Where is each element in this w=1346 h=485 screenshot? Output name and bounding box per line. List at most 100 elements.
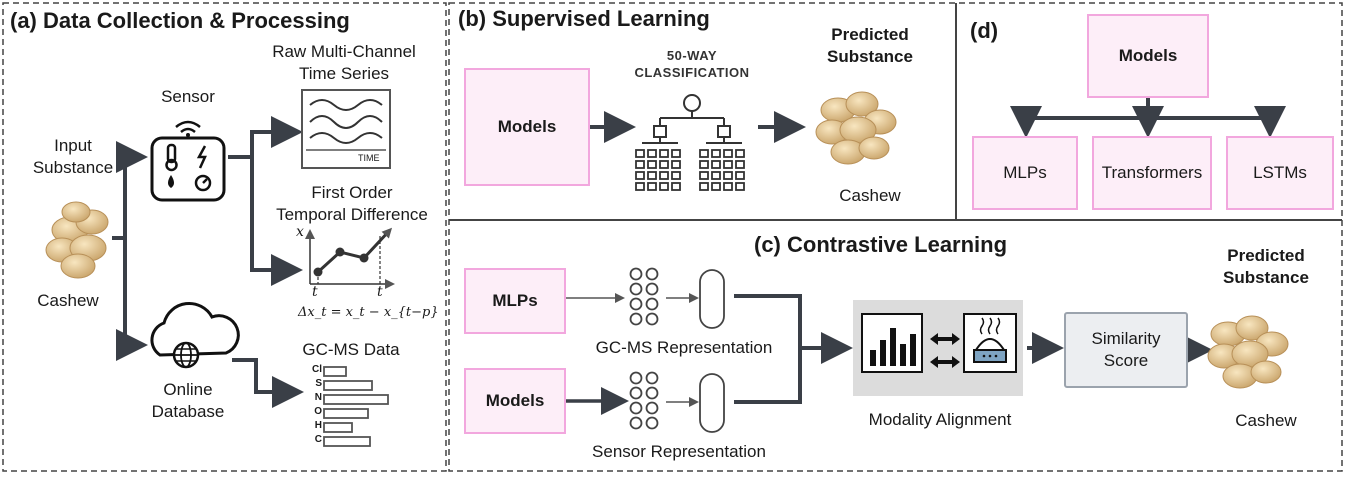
- mlps-box-c: MLPs: [464, 268, 566, 334]
- class-cell: [647, 160, 657, 169]
- gcms-bar-chart: [323, 366, 389, 447]
- neuron-column-sensor: [629, 371, 659, 430]
- classification-line2: CLASSIFICATION: [634, 65, 750, 80]
- neuron: [629, 282, 643, 296]
- neuron: [645, 416, 659, 430]
- neuron-column-gcms: [629, 267, 659, 326]
- sensor-embedding-capsule: [699, 373, 725, 433]
- neuron: [645, 312, 659, 326]
- predicted-substance-label-c: Predicted Substance: [1204, 245, 1328, 289]
- neuron: [645, 267, 659, 281]
- class-cell: [735, 149, 745, 158]
- class-cell: [735, 171, 745, 180]
- class-cell: [671, 160, 681, 169]
- time-axis-label: TIME: [358, 153, 380, 163]
- bar-chart-icon: [861, 313, 923, 373]
- class-cell: [699, 149, 709, 158]
- cashew-icon-b: [815, 91, 897, 165]
- class-cell: [647, 182, 657, 191]
- neuron: [629, 386, 643, 400]
- input-label-line1: Input: [54, 136, 92, 155]
- sensor-label: Sensor: [161, 87, 215, 106]
- class-cell: [699, 160, 709, 169]
- cashew-label-a: Cashew: [37, 291, 99, 310]
- similarity-score-box: Similarity Score: [1064, 312, 1188, 388]
- first-order-label: First Order Temporal Difference: [262, 182, 442, 226]
- predicted-line2: Substance: [1223, 268, 1309, 287]
- cashew-icon-a: [45, 201, 109, 279]
- gcms-embedding-capsule: [699, 269, 725, 329]
- neuron: [629, 371, 643, 385]
- predicted-line1: Predicted: [1227, 246, 1305, 265]
- first-order-plot: [305, 227, 395, 289]
- class-cell: [659, 160, 669, 169]
- class-cell: [647, 149, 657, 158]
- class-cell: [659, 182, 669, 191]
- class-cell: [711, 160, 721, 169]
- online-db-line2: Database: [151, 402, 225, 421]
- axis-x-label: x: [296, 224, 304, 240]
- gcms-representation-label: GC-MS Representation: [595, 338, 773, 357]
- class-cell: [723, 149, 733, 158]
- element-label: S: [315, 378, 322, 389]
- neuron: [645, 401, 659, 415]
- class-grid-right: [699, 149, 745, 191]
- time-series-plot: [301, 89, 391, 169]
- panel-a-title: (a) Data Collection & Processing: [10, 8, 350, 33]
- class-cell: [647, 171, 657, 180]
- class-cell: [635, 182, 645, 191]
- neuron: [629, 312, 643, 326]
- class-cell: [635, 171, 645, 180]
- neuron: [645, 297, 659, 311]
- lstms-box-d: LSTMs: [1226, 136, 1334, 210]
- double-arrow-icon: [930, 333, 960, 368]
- predicted-line1: Predicted: [831, 25, 909, 44]
- neuron: [645, 282, 659, 296]
- neuron: [645, 371, 659, 385]
- cashew-label-b: Cashew: [839, 186, 901, 205]
- class-cell: [723, 171, 733, 180]
- element-label: O: [314, 406, 322, 417]
- cashew-label-c: Cashew: [1235, 411, 1297, 430]
- class-cell: [723, 182, 733, 191]
- input-substance-label: Input Substance: [28, 135, 118, 179]
- class-grid-left: [635, 149, 681, 191]
- input-label-line2: Substance: [32, 158, 114, 177]
- element-label: Cl: [312, 364, 322, 375]
- predicted-substance-label-b: Predicted Substance: [808, 24, 932, 68]
- element-label: N: [314, 392, 322, 403]
- neuron: [645, 386, 659, 400]
- modality-alignment-label: Modality Alignment: [868, 410, 1012, 429]
- classification-label: 50-WAY CLASSIFICATION: [628, 47, 756, 81]
- class-cell: [671, 182, 681, 191]
- predicted-line2: Substance: [827, 47, 913, 66]
- raw-ts-line1: Raw Multi-Channel: [272, 42, 416, 61]
- online-database-label: Online Database: [140, 379, 236, 423]
- element-label: H: [314, 420, 322, 431]
- class-cell: [711, 149, 721, 158]
- sensor-representation-label: Sensor Representation: [592, 442, 766, 461]
- class-cell: [699, 182, 709, 191]
- panel-b-title: (b) Supervised Learning: [458, 6, 710, 31]
- axis-t2-label: t: [377, 284, 383, 300]
- element-label: C: [314, 434, 322, 445]
- classification-tree-icon: [642, 94, 742, 144]
- similarity-line1: Similarity: [1091, 329, 1161, 348]
- panel-a-border: [2, 2, 447, 472]
- class-cell: [735, 160, 745, 169]
- raw-ts-line2: Time Series: [298, 64, 390, 83]
- class-cell: [671, 171, 681, 180]
- class-cell: [711, 182, 721, 191]
- transformers-box-d: Transformers: [1092, 136, 1212, 210]
- models-box-c: Models: [464, 368, 566, 434]
- gcms-data-label: GC-MS Data: [302, 340, 400, 359]
- mlps-box-d: MLPs: [972, 136, 1078, 210]
- neuron: [629, 401, 643, 415]
- difference-formula: Δx_t = x_t − x_{t−p}: [298, 305, 439, 320]
- panel-d-title: (d): [970, 18, 999, 43]
- models-box-d: Models: [1087, 14, 1209, 98]
- class-cell: [735, 182, 745, 191]
- neuron: [629, 416, 643, 430]
